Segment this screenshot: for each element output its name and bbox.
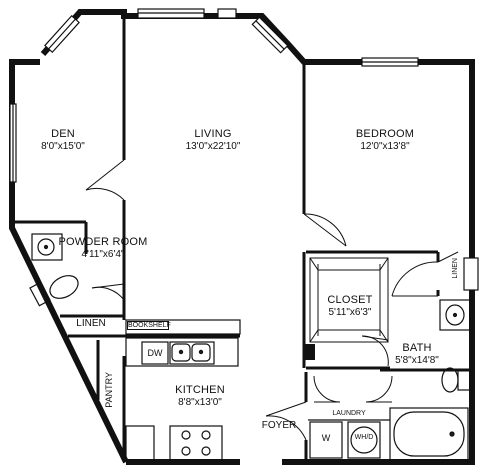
room-label-den: DEN 8'0"x15'0" [28, 128, 98, 152]
laundry-fixtures [308, 419, 390, 459]
washer-dryer-label: WH/D [354, 434, 374, 441]
room-name: CLOSET [327, 294, 373, 306]
closet-rods [309, 257, 389, 343]
room-name: LIVING [194, 128, 232, 140]
pantry-label: PANTRY [104, 372, 114, 408]
room-dimensions: 13'0"x22'10" [185, 140, 241, 152]
room-label-bath: BATH 5'8"x14'8" [390, 342, 444, 366]
room-label-bedroom: BEDROOM 12'0"x13'8" [340, 128, 430, 152]
bath-linen-label: LINEN [452, 258, 459, 279]
room-name: BATH [402, 342, 432, 354]
room-label-living: LIVING 13'0"x22'10" [168, 128, 258, 152]
interior-walls [12, 12, 472, 462]
room-dimensions: 8'0"x15'0" [41, 140, 85, 152]
column [305, 344, 315, 360]
room-dimensions: 4'11"x6'4" [81, 248, 125, 260]
room-name: DEN [51, 128, 75, 140]
kitchen-fixtures [125, 319, 241, 461]
room-dimensions: 8'8"x13'0" [178, 396, 222, 408]
washer-label: W [321, 433, 331, 443]
room-label-closet: CLOSET 5'11"x6'3" [318, 294, 382, 318]
bookshelf-label: BOOKSHELF [127, 321, 171, 330]
windows [9, 8, 479, 291]
room-dimensions: 5'8"x14'8" [395, 354, 439, 366]
room-name: BEDROOM [355, 128, 415, 140]
room-dimensions: 5'11"x6'3" [328, 306, 372, 318]
room-name: KITCHEN [175, 384, 225, 396]
bath-fixtures [389, 299, 471, 461]
linen-closet-label: LINEN [76, 318, 106, 329]
laundry-label: LAUNDRY [332, 410, 366, 417]
room-dimensions: 12'0"x13'8" [360, 140, 410, 152]
dishwasher-label: DW [147, 348, 163, 358]
room-name: POWDER ROOM [58, 236, 148, 248]
powder-room-fixtures [29, 233, 79, 307]
foyer-label: FOYER [261, 420, 297, 431]
room-label-kitchen: KITCHEN 8'8"x13'0" [160, 384, 240, 408]
room-label-powder-room: POWDER ROOM 4'11"x6'4" [58, 236, 148, 260]
door-swings [85, 159, 459, 441]
